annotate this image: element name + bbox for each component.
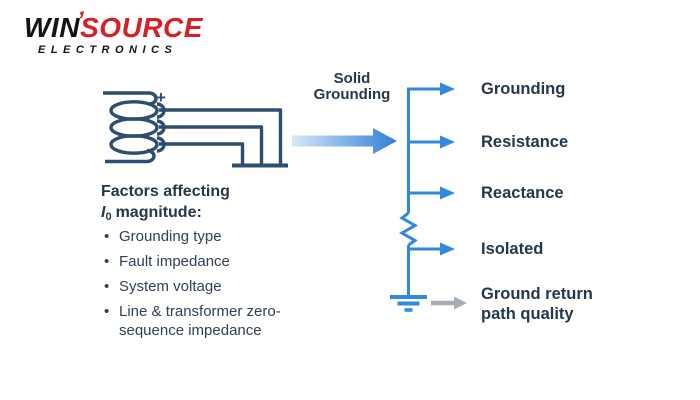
plus-terminal-label: + bbox=[156, 88, 166, 107]
factors-list: • Grounding type • Fault impedance • System… bbox=[102, 227, 308, 346]
branch-label-reactance: Reactance bbox=[481, 184, 564, 202]
earth-ground-icon bbox=[390, 295, 427, 312]
branch-arrowhead-icon bbox=[440, 82, 455, 96]
solid-grounding-label: Solid Grounding bbox=[302, 71, 402, 103]
bullet-icon: • bbox=[104, 303, 110, 320]
logo-accent-mark: ’ bbox=[76, 7, 85, 34]
solid-grounding-arrow-icon bbox=[292, 128, 397, 154]
factors-heading-line1: Factors affecting bbox=[101, 183, 230, 200]
logo-win-text: WIN bbox=[24, 12, 80, 43]
branch-arrowhead-icon bbox=[440, 186, 455, 200]
solid-grounding-label-line2: Grounding bbox=[313, 86, 391, 103]
list-item-label: Fault impedance bbox=[119, 253, 230, 270]
transformer-coil-icon: + bbox=[103, 88, 288, 168]
bullet-icon: • bbox=[104, 253, 110, 270]
grounding-bus bbox=[398, 82, 455, 295]
logo-source-text: SOURCE bbox=[80, 12, 203, 43]
solid-grounding-label-line1: Solid bbox=[333, 70, 371, 87]
branch-label-grounding: Grounding bbox=[481, 80, 566, 98]
list-item: • System voltage bbox=[102, 277, 308, 296]
branch-label-resistance: Resistance bbox=[481, 133, 569, 151]
bullet-icon: • bbox=[104, 278, 110, 295]
bullet-icon: • bbox=[104, 228, 110, 245]
branch-label-isolated: Isolated bbox=[481, 240, 544, 258]
list-item-label: System voltage bbox=[119, 278, 222, 295]
list-item: • Line & transformer zero-sequence impeda… bbox=[102, 302, 308, 340]
list-item: • Fault impedance bbox=[102, 252, 308, 271]
ground-return-arrow-icon bbox=[431, 296, 467, 310]
branch-arrowhead-icon bbox=[440, 135, 455, 149]
list-item-label: Line & transformer zero-sequence impedan… bbox=[119, 303, 281, 339]
winsource-logo: WIN ’ SOURCE ELECTRONICS bbox=[24, 8, 203, 57]
list-item: • Grounding type bbox=[102, 227, 308, 246]
branch-arrowhead-icon bbox=[440, 242, 455, 256]
i0-symbol: I bbox=[101, 204, 106, 221]
magnitude-text: magnitude: bbox=[115, 204, 202, 221]
logo-subtitle: ELECTRONICS bbox=[38, 44, 178, 57]
ground-return-label: Ground return path quality bbox=[481, 285, 593, 323]
list-item-label: Grounding type bbox=[119, 228, 222, 245]
i0-subscript: 0 bbox=[105, 211, 112, 223]
resistor-symbol-icon bbox=[398, 211, 419, 247]
logo-wordmark: WIN ’ SOURCE bbox=[24, 8, 203, 43]
